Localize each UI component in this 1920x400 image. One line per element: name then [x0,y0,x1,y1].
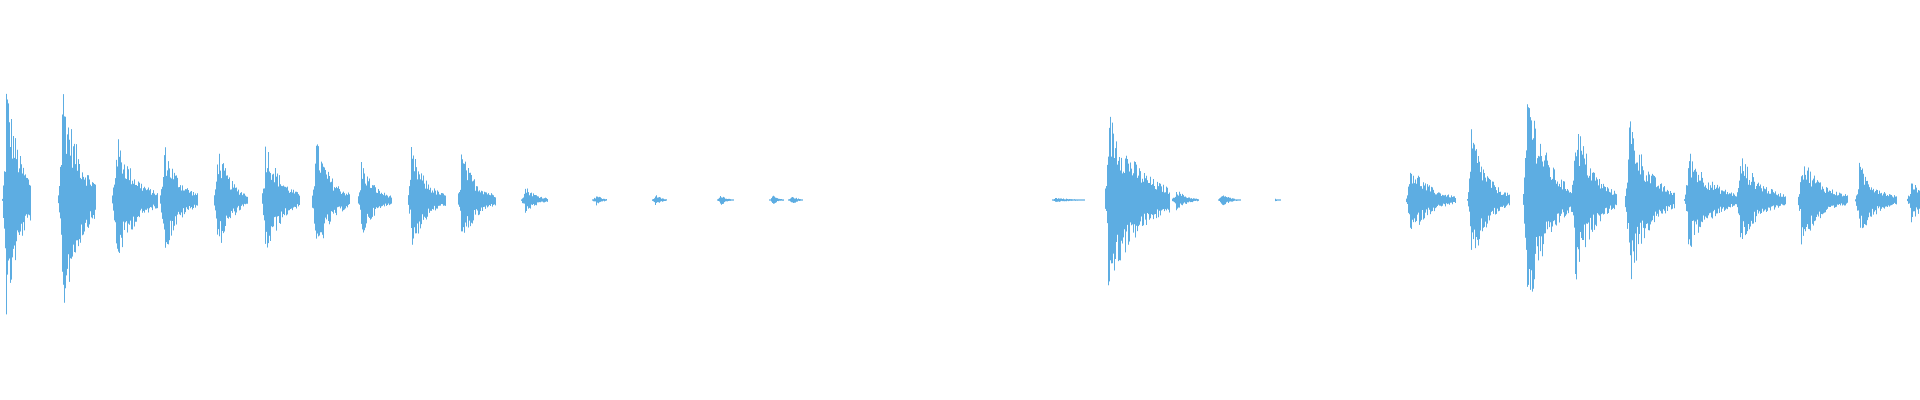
waveform-bars [2,93,1920,315]
